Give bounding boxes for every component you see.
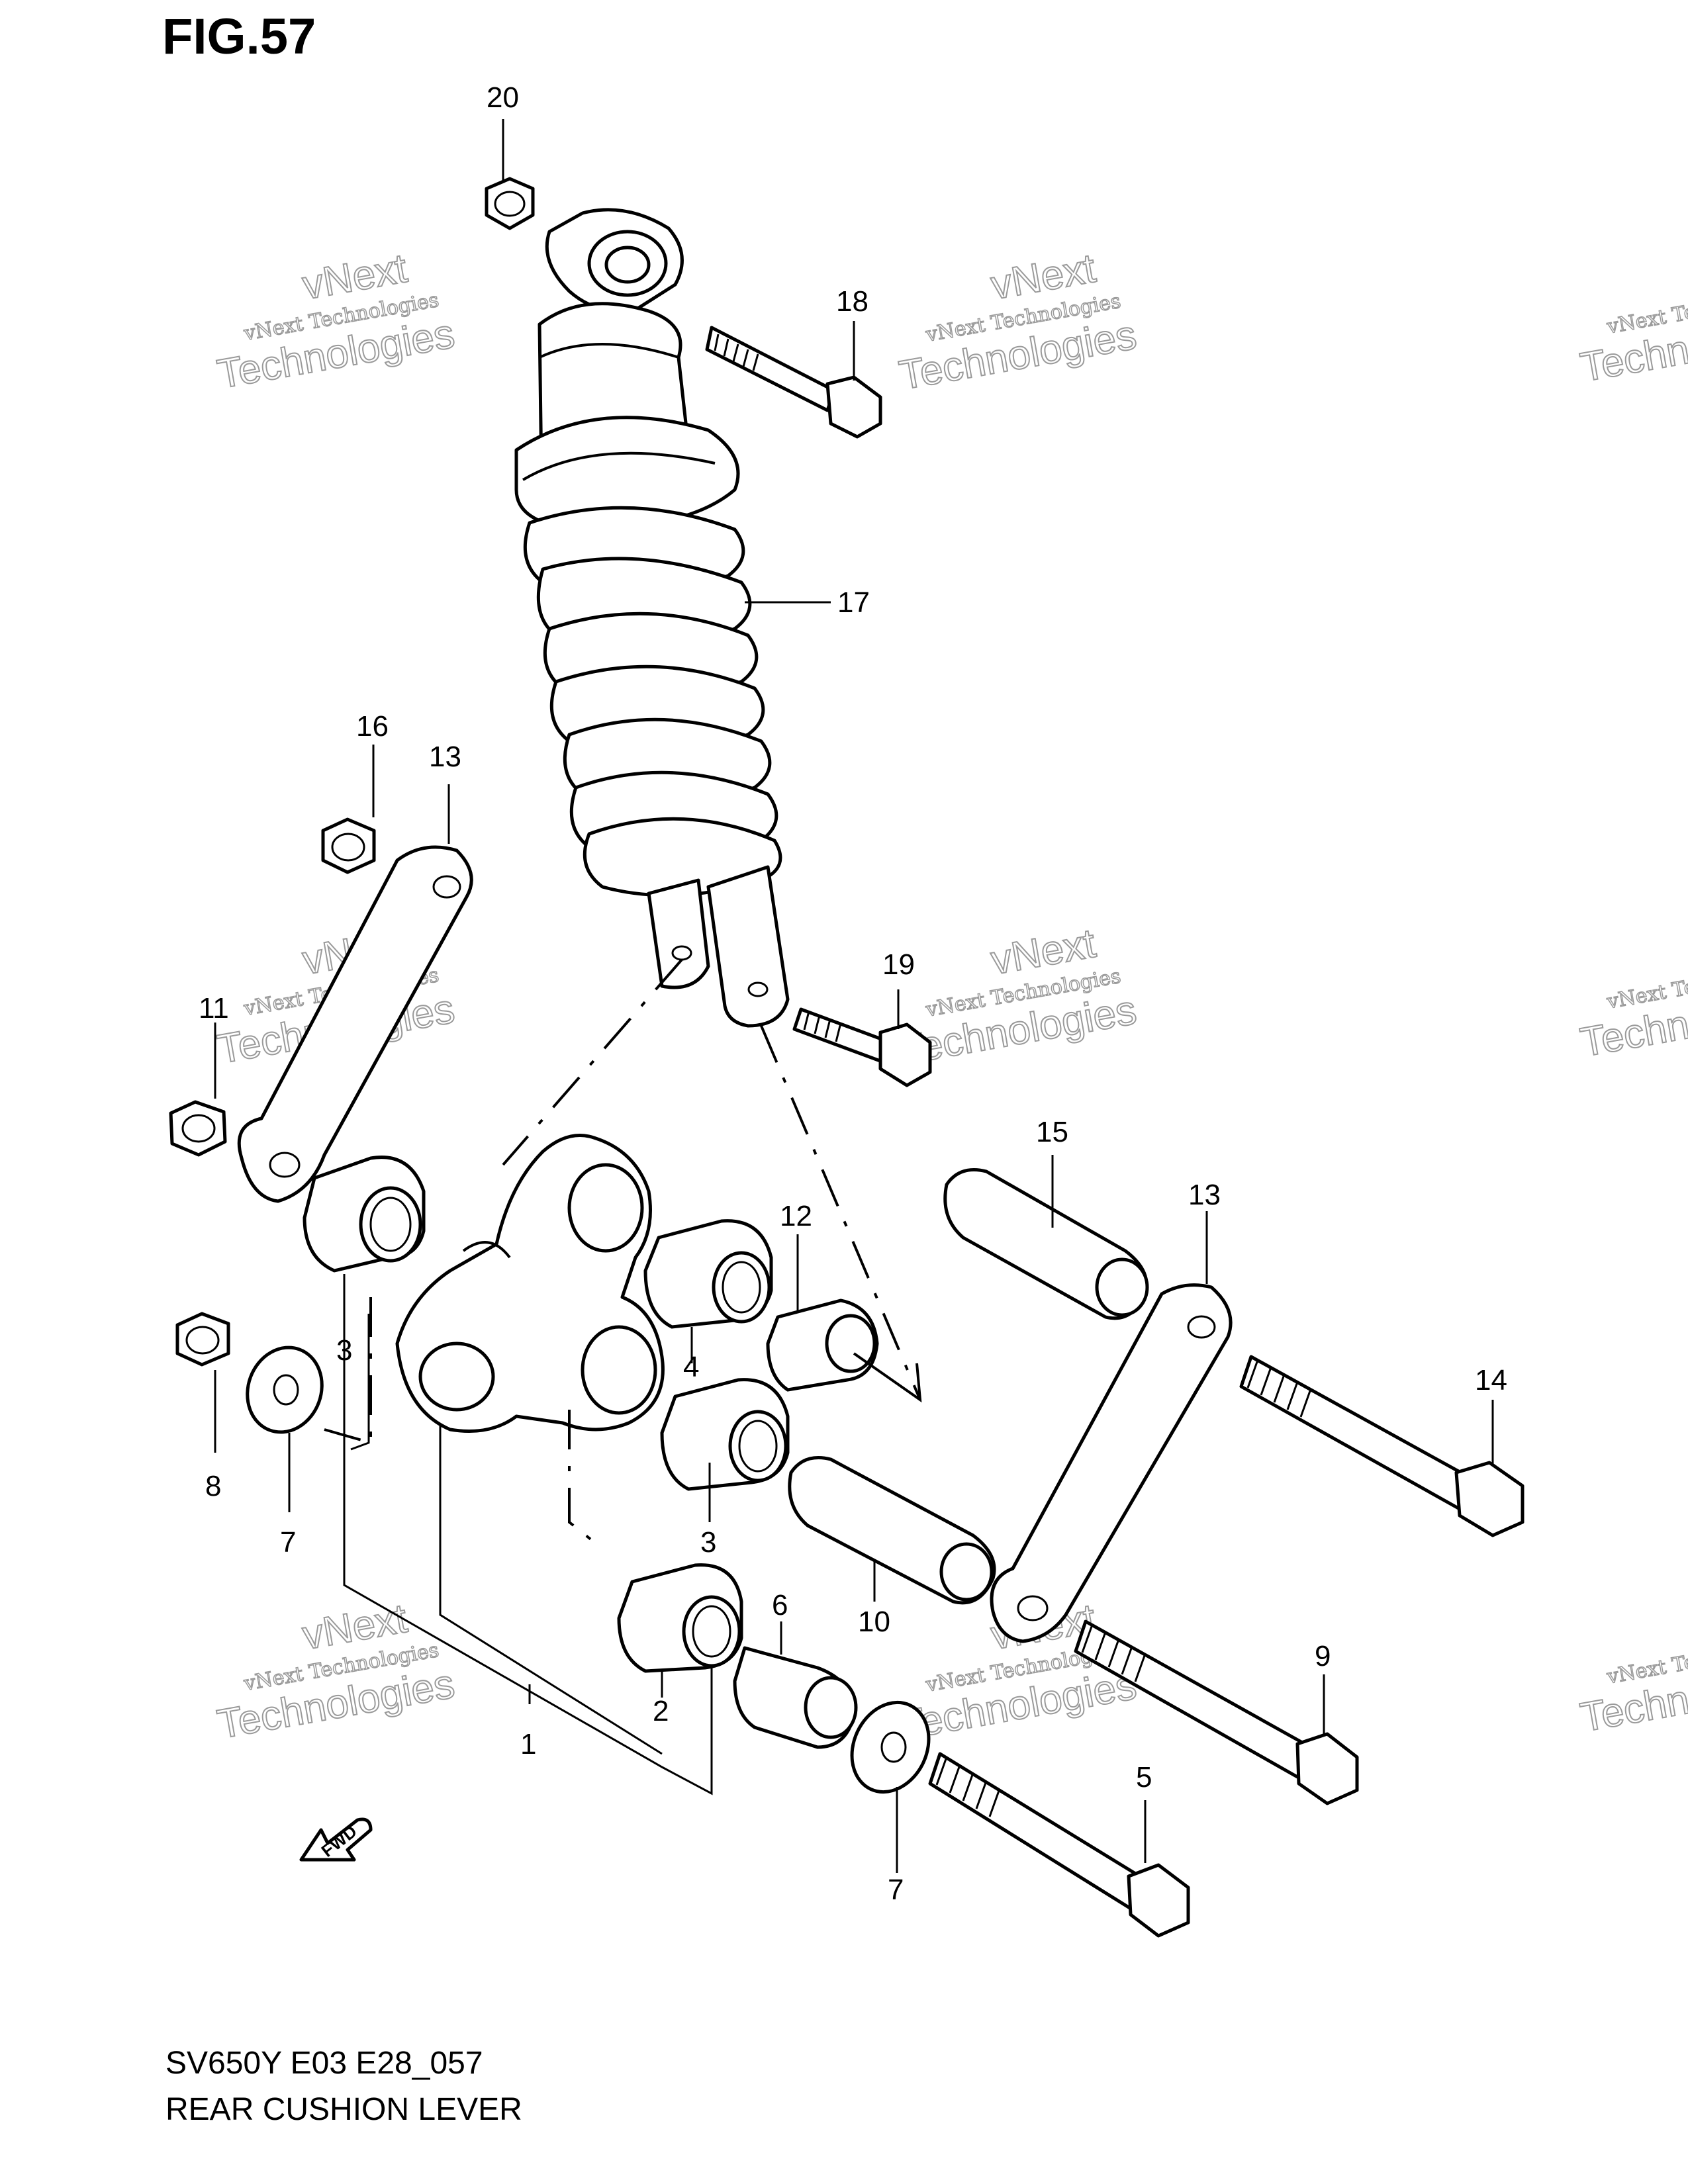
callout-1: 1 xyxy=(520,1728,536,1760)
nut-11 xyxy=(169,1100,227,1157)
callout-15: 15 xyxy=(1036,1116,1068,1148)
lever-hole-right xyxy=(581,1325,657,1415)
callout-13-left: 13 xyxy=(429,741,461,773)
shock-body-edge xyxy=(539,343,679,359)
callout-8: 8 xyxy=(205,1470,221,1502)
assembly-lines xyxy=(324,958,922,1550)
shock-absorber xyxy=(514,208,790,1028)
watermark-7: vNext vNext Technologies Technologies xyxy=(213,1595,458,1749)
lever-hole-left xyxy=(418,1342,495,1412)
callout-17: 17 xyxy=(837,586,870,619)
bolt-9 xyxy=(1074,1619,1359,1805)
callout-4: 4 xyxy=(683,1351,699,1383)
watermark-9: vNext Technologies Technologies xyxy=(1576,1631,1688,1742)
shock-clevis-left xyxy=(647,878,710,989)
washer-7-left xyxy=(246,1345,324,1434)
nut-20 xyxy=(485,177,535,230)
callout-18: 18 xyxy=(836,285,868,318)
cushion-rod-right xyxy=(990,1283,1233,1643)
cushion-rod-left xyxy=(237,845,473,1203)
callout-labels: 20 18 17 16 13 19 11 15 12 13 3 4 14 8 7… xyxy=(199,81,1507,1906)
callout-9: 9 xyxy=(1315,1640,1331,1672)
spacer-10 xyxy=(788,1456,996,1605)
shock-top-eye-hole xyxy=(604,246,651,284)
leader-lines xyxy=(214,119,1494,1873)
bolt-19 xyxy=(792,1007,932,1087)
washer-7-right xyxy=(850,1700,931,1794)
watermark-3: vNext Technologies Technologies xyxy=(1576,281,1688,392)
bolt-5 xyxy=(928,1752,1190,1938)
callout-10: 10 xyxy=(858,1606,890,1638)
nut-8 xyxy=(175,1312,230,1367)
bearing-2 xyxy=(617,1563,743,1673)
callout-2: 2 xyxy=(653,1695,669,1727)
spring-coils xyxy=(523,506,782,897)
figure-title: FIG.57 xyxy=(162,9,316,65)
bearing-3-lower xyxy=(660,1378,790,1491)
bearing-4 xyxy=(643,1219,773,1329)
callout-6: 6 xyxy=(772,1589,788,1621)
callout-14: 14 xyxy=(1475,1364,1507,1396)
bolt-14 xyxy=(1239,1355,1524,1537)
callout-3-upper: 3 xyxy=(336,1334,352,1367)
watermark-6: vNext Technologies Technologies xyxy=(1576,956,1688,1067)
callout-16: 16 xyxy=(356,710,389,743)
model-code: SV650Y E03 E28_057 xyxy=(165,2046,483,2081)
collar-12 xyxy=(766,1298,879,1392)
bolt-18 xyxy=(705,326,882,439)
watermark-1: vNext vNext Technologies Technologies xyxy=(213,245,458,398)
watermark-2: vNext vNext Technologies Technologies xyxy=(895,245,1140,400)
cushion-lever xyxy=(395,1134,665,1433)
nut-16 xyxy=(321,817,376,874)
spring-seat-edge xyxy=(522,451,716,481)
callout-7-left: 7 xyxy=(280,1526,296,1559)
bearing-3-upper xyxy=(303,1156,426,1273)
fwd-arrow-icon: FWD xyxy=(299,1817,373,1862)
callout-13-right: 13 xyxy=(1188,1179,1221,1211)
shock-clevis-right xyxy=(706,865,790,1028)
shock-clevis-hole-right xyxy=(747,981,769,997)
callout-3-lower: 3 xyxy=(700,1526,716,1559)
callout-12: 12 xyxy=(780,1200,812,1232)
callout-20: 20 xyxy=(487,81,519,114)
lever-hole-top xyxy=(567,1163,644,1253)
callout-11: 11 xyxy=(199,992,229,1024)
callout-19: 19 xyxy=(882,948,915,981)
section-name: REAR CUSHION LEVER xyxy=(165,2092,522,2127)
spacer-15 xyxy=(943,1168,1149,1320)
collar-6 xyxy=(733,1646,858,1749)
callout-7-right: 7 xyxy=(888,1874,904,1906)
callout-5: 5 xyxy=(1136,1761,1152,1794)
